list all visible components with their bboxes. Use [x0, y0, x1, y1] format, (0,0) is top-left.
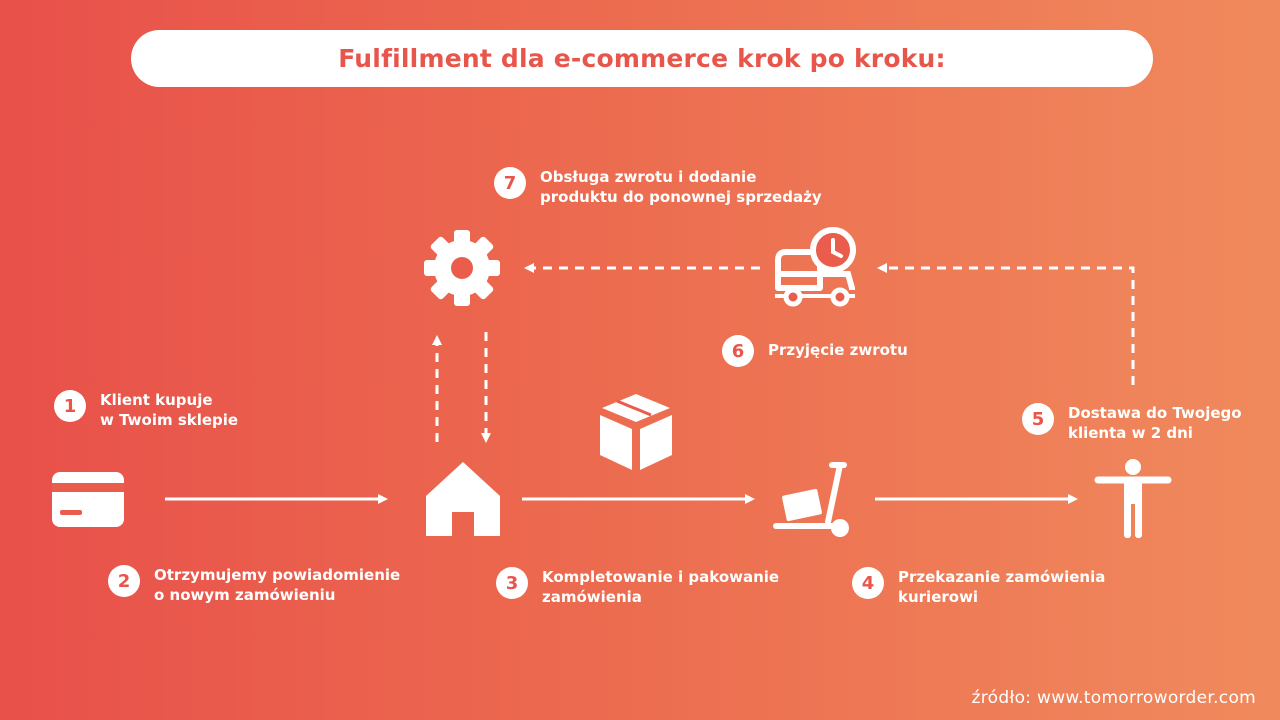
- step-6: 6 Przyjęcie zwrotu: [722, 335, 908, 367]
- page-title: Fulfillment dla e-commerce krok po kroku…: [338, 44, 946, 73]
- step-4-label: Przekazanie zamówienia kurierowi: [898, 568, 1106, 606]
- step-5-label: Dostawa do Twojego klienta w 2 dni: [1068, 404, 1242, 442]
- truck-clock-icon: [775, 227, 856, 307]
- step-3-label: Kompletowanie i pakowanie zamówienia: [542, 568, 780, 606]
- title-banner: Fulfillment dla e-commerce krok po kroku…: [131, 30, 1153, 87]
- step-2: 2 Otrzymujemy powiadomienie o nowym zamó…: [108, 565, 400, 605]
- step-5-number: 5: [1022, 403, 1054, 435]
- package-box-icon: [600, 394, 672, 470]
- step-1-number: 1: [54, 390, 86, 422]
- step-7-label: Obsługa zwrotu i dodanie produktu do pon…: [540, 168, 822, 206]
- step-7-number: 7: [494, 167, 526, 199]
- step-1-label: Klient kupuje w Twoim sklepie: [100, 391, 239, 429]
- step-3-number: 3: [496, 567, 528, 599]
- person-icon: [1094, 459, 1172, 538]
- step-7: 7 Obsługa zwrotu i dodanie produktu do p…: [494, 167, 822, 207]
- step-2-number: 2: [108, 565, 140, 597]
- step-4-number: 4: [852, 567, 884, 599]
- step-1: 1 Klient kupuje w Twoim sklepie: [54, 390, 238, 430]
- step-2-label: Otrzymujemy powiadomienie o nowym zamówi…: [154, 566, 401, 604]
- step-6-label: Przyjęcie zwrotu: [768, 341, 908, 359]
- dashed-arrow-customer-to-truck: [877, 263, 1135, 385]
- gear-icon: [424, 230, 500, 306]
- step-3: 3 Kompletowanie i pakowanie zamówienia: [496, 567, 779, 607]
- source-credit: źródło: www.tomorroworder.com: [971, 688, 1256, 708]
- house-icon: [426, 462, 500, 536]
- credit-card-icon: [52, 472, 124, 527]
- step-4: 4 Przekazanie zamówienia kurierowi: [852, 567, 1105, 607]
- hand-truck-icon: [773, 462, 849, 537]
- step-6-number: 6: [722, 335, 754, 367]
- step-5: 5 Dostawa do Twojego klienta w 2 dni: [1022, 403, 1242, 443]
